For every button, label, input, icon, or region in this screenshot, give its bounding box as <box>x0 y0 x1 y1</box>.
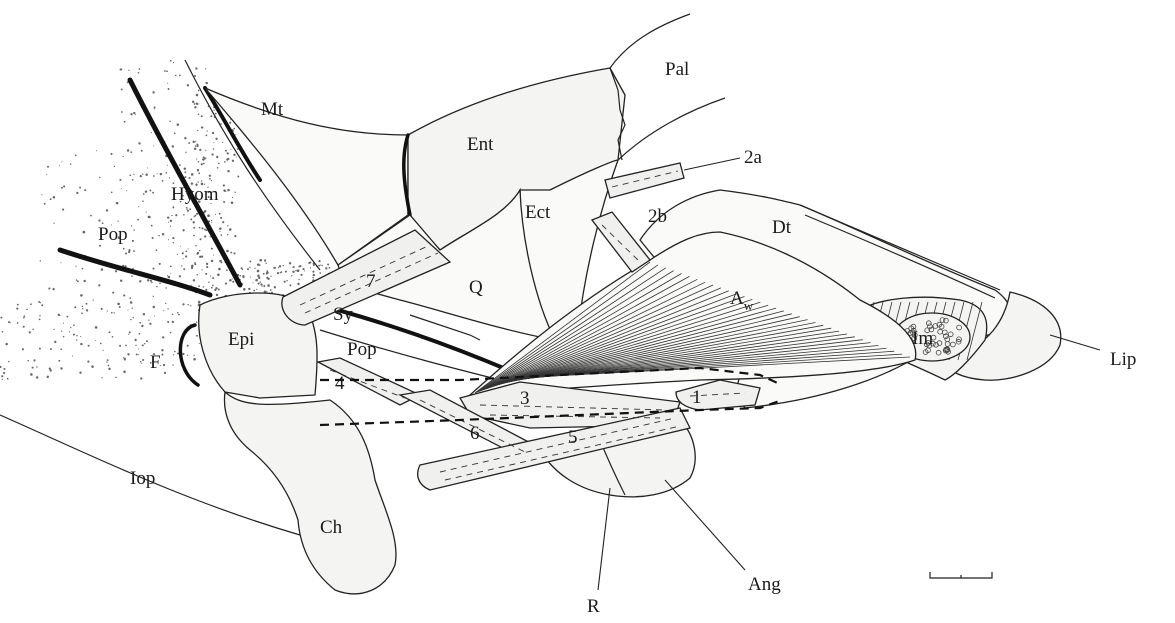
fossa-edge <box>180 325 198 385</box>
label-lip: Lip <box>1110 349 1136 370</box>
scale-bar <box>930 572 992 578</box>
label-2a: 2a <box>744 147 763 168</box>
label-ent: Ent <box>467 134 494 155</box>
label-im: Im <box>912 328 933 349</box>
hyomandibular-edge <box>130 80 240 285</box>
label-mt: Mt <box>261 99 284 120</box>
label-q: Q <box>469 277 483 298</box>
label-ang: Ang <box>748 574 781 595</box>
label-r: R <box>587 596 600 617</box>
label-epi: Epi <box>228 329 254 350</box>
label-ch: Ch <box>320 517 343 538</box>
label-sy: Sy <box>333 304 354 325</box>
label-4: 4 <box>335 373 345 394</box>
label-dt: Dt <box>772 217 792 238</box>
r-leader <box>598 488 610 590</box>
label-ect: Ect <box>525 202 551 223</box>
label-7: 7 <box>366 271 376 292</box>
label-pop-left: Pop <box>98 224 128 245</box>
label-6: 6 <box>470 423 480 444</box>
preopercle-edge <box>60 250 210 295</box>
label-5: 5 <box>568 427 578 448</box>
label-hyom: Hyom <box>171 184 219 205</box>
ligament-2a <box>605 163 684 198</box>
label-pop-mid: Pop <box>347 339 377 360</box>
label-2b: 2b <box>648 206 667 227</box>
label-pal: Pal <box>665 59 689 80</box>
label-3: 3 <box>520 388 530 409</box>
ligament-2a-leader <box>684 158 740 170</box>
label-1: 1 <box>692 387 702 408</box>
label-f: F <box>150 352 161 373</box>
label-iop: Iop <box>130 468 155 489</box>
ang-leader <box>665 480 745 570</box>
palatine-lower-outline <box>618 98 725 160</box>
